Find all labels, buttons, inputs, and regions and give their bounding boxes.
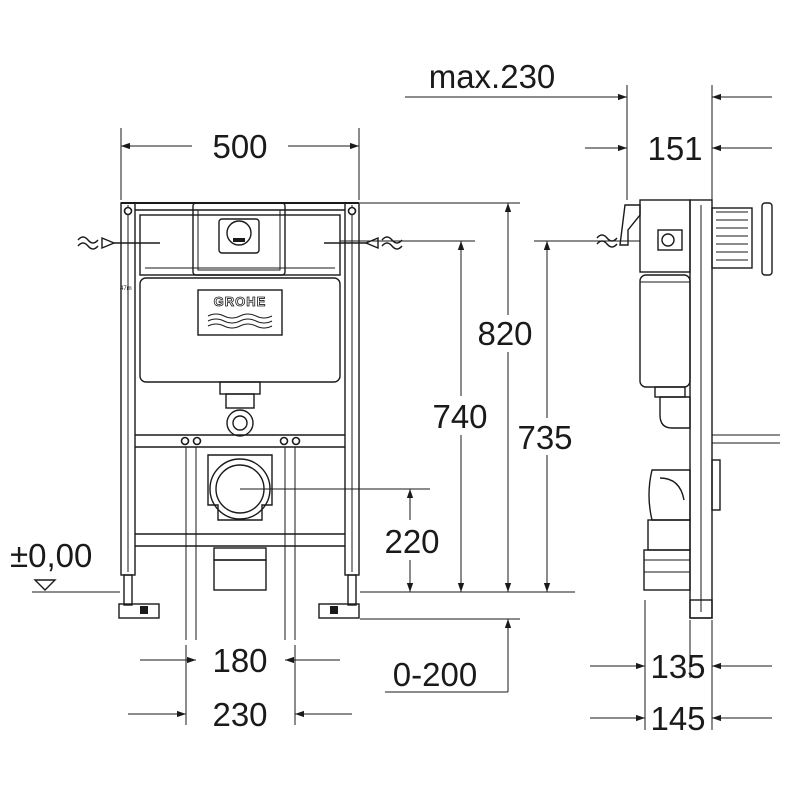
label-145: 145 [650,700,705,737]
dimension-max-230: max.230 [405,58,772,101]
dimension-145: 145 [590,700,772,737]
label-135: 135 [650,648,705,685]
dimension-230: 230 [128,645,352,733]
drain-connection [219,381,261,437]
dimension-135: 135 [590,648,772,685]
vertical-dimensions: 820 740 735 220 0-200 [340,202,575,693]
label-0-200: 0-200 [393,656,477,693]
waste-outlet [207,454,430,591]
side-view: max.230 151 [405,58,780,737]
label-datum: ±0,00 [10,537,92,574]
label-735: 735 [517,419,572,456]
frame-feet [118,574,360,619]
label-max-230: max.230 [429,58,556,95]
datum-marker: ±0,00 [10,537,120,593]
front-view: 47m GROHE [10,128,575,733]
label-180: 180 [212,642,267,679]
frame-mark: 47m [120,286,132,292]
frame-crossbars [135,434,345,547]
dimension-180: 180 [140,642,340,679]
label-151: 151 [647,130,702,167]
label-230: 230 [212,696,267,733]
side-cistern [534,199,691,388]
cistern: GROHE [139,202,341,383]
brand-logo: GROHE [214,294,267,309]
dimension-width-500: 500 [120,128,360,200]
flush-actuator [711,202,773,276]
label-820: 820 [477,315,532,352]
side-frame [689,199,780,619]
dimension-151: 151 [585,130,772,167]
label-500: 500 [212,128,267,165]
label-740: 740 [432,398,487,435]
bolt-lines [185,447,296,640]
label-220: 220 [384,523,439,560]
side-drain-pipe [643,386,691,591]
